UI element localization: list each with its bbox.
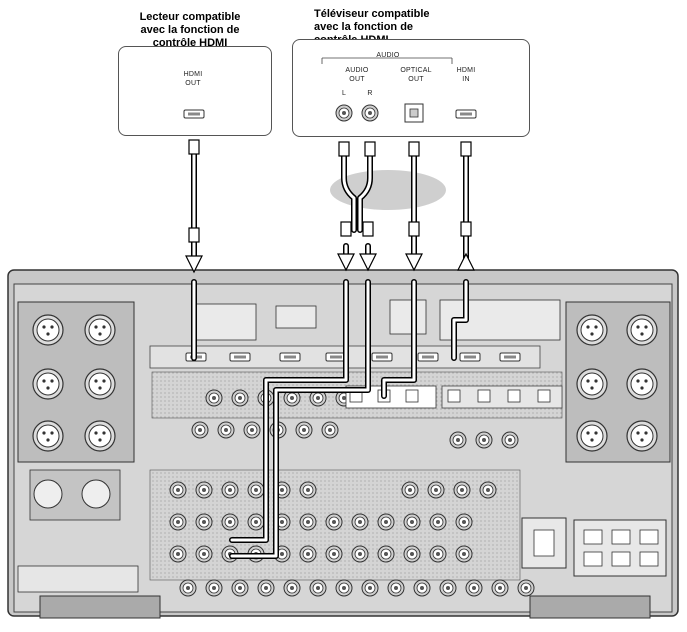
zone-module (195, 303, 257, 341)
tv-hdmi-in-port (455, 109, 477, 119)
tv-title-line-2: avec la fonction de (314, 21, 414, 33)
remote-module (275, 305, 317, 329)
receiver-foot-right (529, 595, 651, 619)
source-title-line-2: avec la fonction de (140, 24, 240, 36)
tv-channel-right-label: R (367, 90, 373, 97)
tv-channel-left-label: L (341, 90, 347, 97)
tv-audio-left-jack (335, 104, 353, 122)
cables (191, 145, 469, 559)
source-hdmi-out-port (183, 109, 205, 119)
arrow-down-icon (185, 253, 423, 274)
av-receiver-rear-panel (7, 269, 679, 619)
cable-plugs (188, 139, 472, 243)
source-hdmi-out-label: HDMI OUT (183, 71, 203, 87)
optical-input-strip (441, 385, 563, 409)
serial-port-block (17, 565, 139, 593)
ethernet-module (389, 299, 427, 335)
tv-audio-group-label: AUDIO (370, 51, 406, 60)
tv-hdmi-in-label: HDMI IN (456, 67, 476, 83)
receiver-foot-left (39, 595, 161, 619)
tv-optical-out-label: OPTICAL OUT (400, 67, 432, 83)
source-title-line-1: Lecteur compatible (139, 11, 241, 23)
arrow-up-icon (457, 252, 475, 271)
tv-optical-out-port (404, 103, 424, 123)
tv-audio-out-label: AUDIO OUT (345, 67, 369, 83)
tv-audio-right-jack (361, 104, 379, 122)
ac-outlet-block (573, 519, 667, 577)
tv-title-line-1: Téléviseur compatible (314, 8, 430, 20)
source-device-panel (118, 46, 272, 136)
